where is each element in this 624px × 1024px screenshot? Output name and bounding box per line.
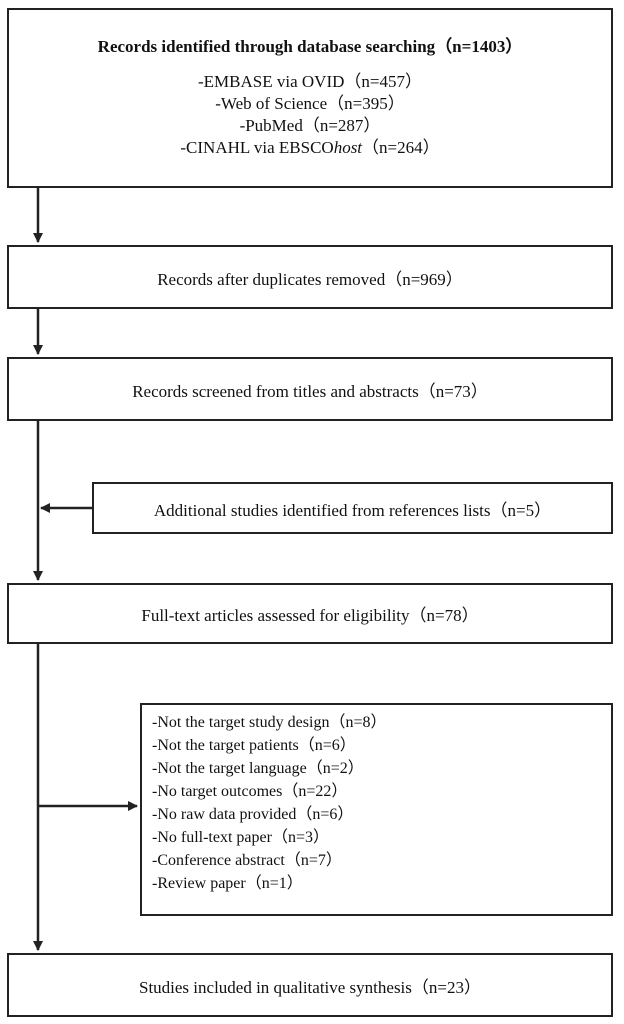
full-text-box: Full-text articles assessed for eligibil… [7, 583, 613, 644]
exclusion-item: -Not the target study design（n=8） [152, 714, 387, 731]
exclusion-item: -Conference abstract（n=7） [152, 852, 342, 869]
exclusion-item: -No full-text paper（n=3） [152, 829, 329, 846]
exclusion-list: -Not the target study design（n=8） -Not t… [142, 705, 611, 901]
database-list: -EMBASE via OVID（n=457） -Web of Science（… [9, 71, 611, 159]
database-item-web-of-science: -Web of Science（n=395） [215, 94, 405, 113]
additional-studies-box: Additional studies identified from refer… [92, 482, 613, 534]
exclusions-box: -Not the target study design（n=8） -Not t… [140, 703, 613, 916]
exclusion-item: -No target outcomes（n=22） [152, 783, 348, 800]
database-item-embase: -EMBASE via OVID（n=457） [198, 72, 422, 91]
records-identified-box: Records identified through database sear… [7, 8, 613, 188]
full-text-label: Full-text articles assessed for eligibil… [141, 606, 479, 625]
exclusion-item: -Review paper（n=1） [152, 875, 303, 892]
exclusion-item: -Not the target language（n=2） [152, 760, 364, 777]
records-screened-label: Records screened from titles and abstrac… [132, 381, 488, 401]
database-item-cinahl: -CINAHL via EBSCOhost（n=264） [180, 138, 440, 157]
duplicates-removed-label: Records after duplicates removed（n=969） [157, 269, 463, 289]
exclusion-item: -No raw data provided（n=6） [152, 806, 354, 823]
duplicates-removed-box: Records after duplicates removed（n=969） [7, 245, 613, 309]
additional-studies-label: Additional studies identified from refer… [153, 500, 552, 520]
studies-included-box: Studies included in qualitative synthesi… [7, 953, 613, 1017]
studies-included-label: Studies included in qualitative synthesi… [138, 977, 481, 997]
records-identified-title: Records identified through database sear… [97, 37, 523, 56]
exclusion-item: -Not the target patients（n=6） [152, 737, 356, 754]
records-screened-box: Records screened from titles and abstrac… [7, 357, 613, 421]
database-item-pubmed: -PubMed（n=287） [239, 116, 381, 135]
